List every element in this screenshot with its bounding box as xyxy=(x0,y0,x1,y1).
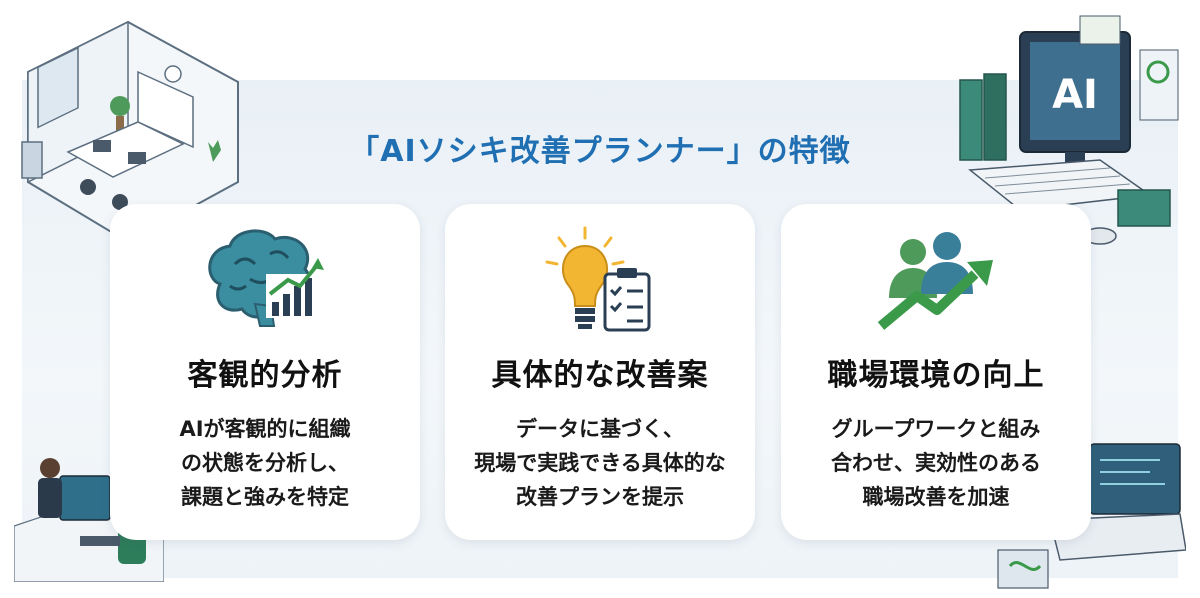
card-description-line: データに基づく、 xyxy=(516,417,684,441)
card-title: 客観的分析 xyxy=(187,358,343,393)
laptop-illustration xyxy=(997,443,1186,589)
card-title: 具体的な改善案 xyxy=(491,358,709,393)
feature-card-workplace-improvement: 職場環境の向上 グループワークと組み 合わせ、実効性のある 職場改善を加速 xyxy=(781,204,1091,540)
card-description: データに基づく、 現場で実践できる具体的な 改善プランを提示 xyxy=(465,412,735,514)
background-notch xyxy=(568,80,632,98)
card-description-line: AIが客観的に組織 xyxy=(179,417,351,441)
people-growth-icon xyxy=(781,224,1091,344)
office-room-illustration xyxy=(21,20,239,244)
card-description-line: グループワークと組み xyxy=(831,417,1041,441)
card-description: グループワークと組み 合わせ、実効性のある 職場改善を加速 xyxy=(801,412,1071,514)
brain-chart-icon xyxy=(110,224,420,344)
feature-card-concrete-plan: 具体的な改善案 データに基づく、 現場で実践できる具体的な 改善プランを提示 xyxy=(445,204,755,540)
feature-card-objective-analysis: 客観的分析 AIが客観的に組織 の状態を分析し、 課題と強みを特定 xyxy=(110,204,420,540)
card-description-line: 合わせ、実効性のある xyxy=(831,451,1041,475)
card-description: AIが客観的に組織 の状態を分析し、 課題と強みを特定 xyxy=(130,412,400,514)
card-description-line: 職場改善を加速 xyxy=(862,485,1010,509)
lightbulb-checklist-icon xyxy=(445,224,755,344)
computer-desk-illustration: AI xyxy=(959,15,1179,245)
card-description-line: 現場で実践できる具体的な xyxy=(474,451,726,475)
card-description-line: 改善プランを提示 xyxy=(516,485,684,509)
card-description-line: の状態を分析し、 xyxy=(181,451,349,475)
card-title: 職場環境の向上 xyxy=(827,358,1045,393)
monitor-ai-text: AI xyxy=(1052,72,1098,118)
card-description-line: 課題と強みを特定 xyxy=(181,485,349,509)
page-title: 「AIソシキ改善プランナー」の特徴 xyxy=(349,134,851,169)
